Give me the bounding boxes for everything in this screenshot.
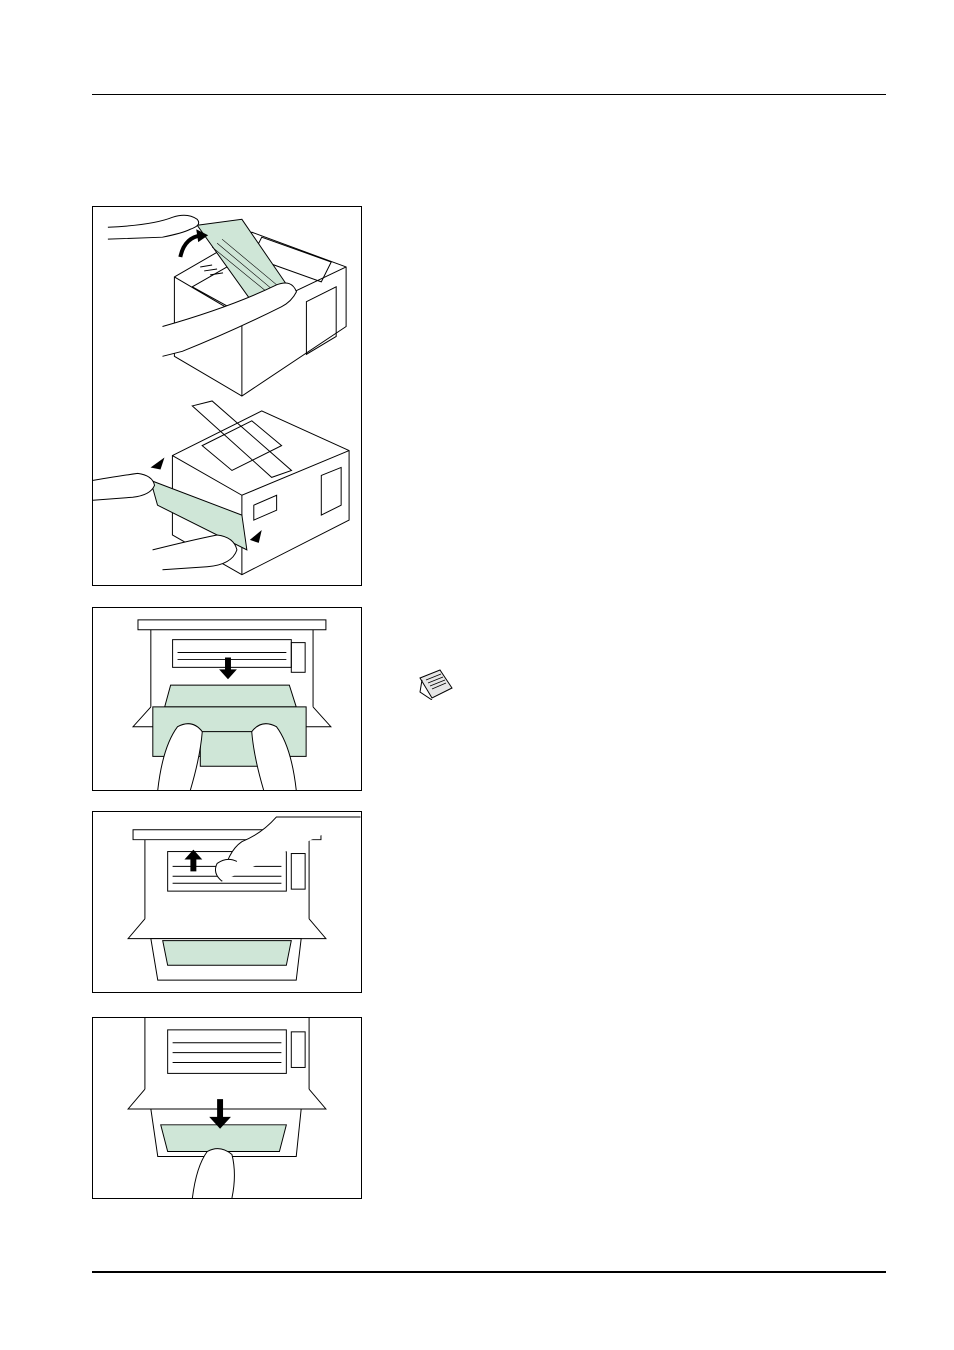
figure-pull-paper-from-drum — [92, 811, 362, 993]
figure-remove-developer-unit — [92, 607, 362, 791]
front-exit-illustration — [127, 1018, 327, 1198]
developer-unit-illustration — [131, 619, 332, 790]
footer-rule — [92, 1271, 886, 1273]
figure-pull-paper-from-front — [92, 1017, 362, 1199]
header-rule — [92, 94, 886, 95]
drum-area-illustration — [127, 816, 361, 981]
figure-open-top-cover — [92, 206, 362, 586]
printer-top-cover-illustration — [93, 214, 350, 576]
note-icon — [416, 668, 456, 700]
